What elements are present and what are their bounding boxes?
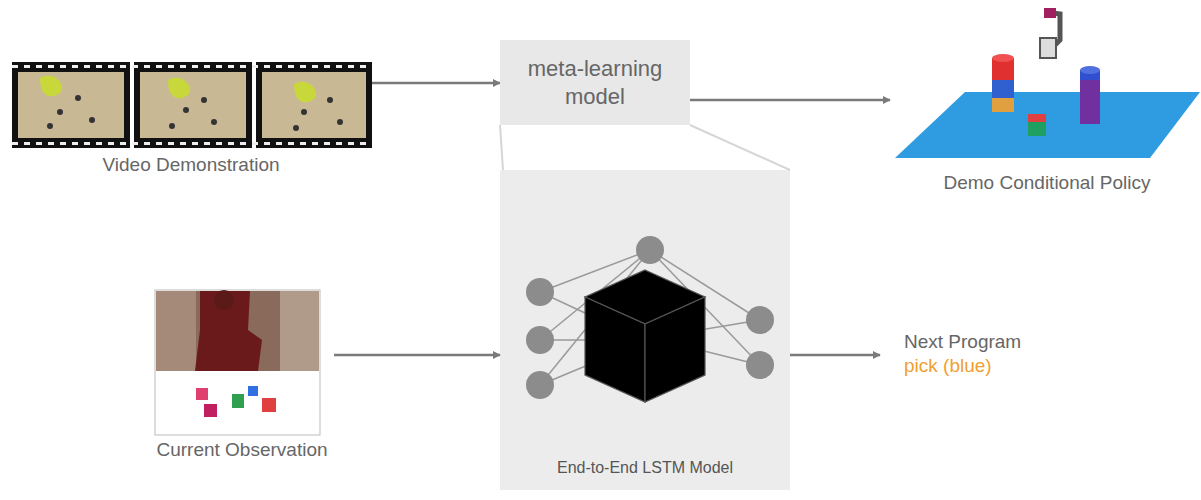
node-label: Current Observation: [152, 439, 332, 462]
flow-arrow: [372, 82, 500, 85]
flow-arrow: [690, 99, 890, 102]
process-box: meta-learning model: [500, 40, 690, 125]
flow-arrow: [334, 354, 500, 357]
node-label: Next Program: [904, 330, 1066, 354]
film-sprockets: [12, 67, 372, 144]
neural-network: [526, 236, 774, 402]
lstm-box-ground: [500, 170, 790, 490]
robot-scene: [895, 8, 1200, 158]
film-strip: [12, 62, 372, 148]
node-sublabel: pick (blue): [904, 354, 1066, 378]
film-frame: [256, 62, 372, 148]
video-demo: Video Demonstration: [10, 58, 372, 181]
film-frame: [134, 62, 252, 148]
film-frame: [12, 62, 130, 148]
zoom-lines: [500, 125, 790, 170]
node-label: Demo Conditional Policy: [892, 171, 1201, 195]
output-text: Next Programpick (blue): [880, 328, 1070, 380]
node-label: End-to-End LSTM Model: [506, 458, 784, 478]
observation-photo: [155, 290, 320, 435]
lstm-box: End-to-End LSTM Model: [500, 170, 790, 490]
flow-arrow: [790, 354, 880, 357]
policy-scene: Demo Conditional Policy: [890, 5, 1201, 199]
black-box: [585, 270, 705, 402]
node-label: meta-learning model: [508, 55, 682, 110]
node-label: Video Demonstration: [14, 153, 368, 177]
observation: Current Observation: [150, 285, 334, 464]
